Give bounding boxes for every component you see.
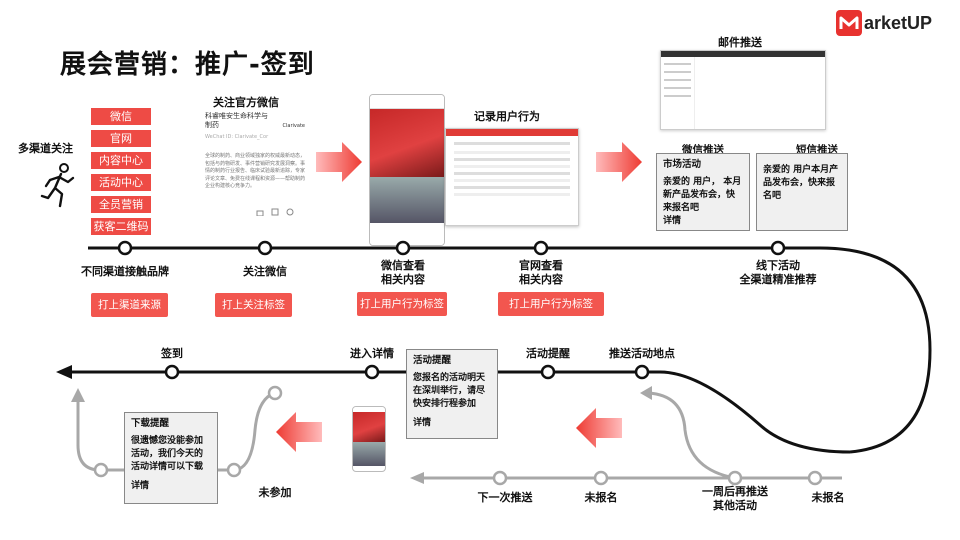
behaviour-record-screen [445,128,579,226]
node-tag[interactable]: 打上关注标签 [215,293,292,317]
node-marker [727,470,743,486]
node-tag[interactable]: 打上渠道来源 [91,293,168,317]
node-marker [395,240,411,256]
node-marker [533,240,549,256]
download-remind-card[interactable]: 下载提醒 很遗憾您没能参加活动，我们今天的活动详情可以下载 详情 [124,412,218,504]
week-push-label: 一周后再推送 [702,485,768,498]
node-marker [117,240,133,256]
node-marker [267,385,283,401]
wechat-push-card[interactable]: 市场活动 亲爱的 用户， 本月新产品发布会，快来报名吧 详情 [656,153,750,231]
node-tag[interactable]: 打上用户行为标签 [357,292,447,316]
channel-chip[interactable]: 活动中心 [91,174,151,191]
push-location-label: 推送活动地点 [609,347,675,360]
download-card-body: 很遗憾您没能参加活动，我们今天的活动详情可以下载 [131,436,204,472]
enter-detail-label: 进入详情 [350,347,394,360]
node-marker [257,240,273,256]
node-marker [93,462,109,478]
node-label: 关注微信 [243,265,287,278]
node-label: 线下活动 [756,259,800,272]
sms-push-body: 亲爱的 用户本月产品发布会，快来报名吧 [763,165,839,201]
node-label: 相关内容 [381,273,425,286]
node-tag[interactable]: 打上用户行为标签 [498,292,604,316]
not-attend-label: 未参加 [258,486,292,499]
channel-chip[interactable]: 全员营销 [91,196,151,213]
node-marker [492,470,508,486]
node-marker [593,470,609,486]
node-marker [807,470,823,486]
sms-push-card: 亲爱的 用户本月产品发布会，快来报名吧 [756,153,848,231]
thumb-icon[interactable] [256,208,264,216]
record-heading: 记录用户行为 [474,110,540,123]
week-push-label: 其他活动 [713,499,757,512]
detail-phone [352,406,386,472]
node-marker [364,364,380,380]
wechat-en-name: Clarivate [282,123,305,129]
wechat-id: WeChat ID: Clarivate_Cor [205,134,269,140]
email-heading: 邮件推送 [718,36,762,49]
channel-chip[interactable]: 内容中心 [91,152,151,169]
channel-list: 微信 官网 内容中心 活动中心 全员营销 获客二维码 [91,108,151,235]
download-card-detail[interactable]: 详情 [131,481,150,491]
wechat-actions [256,208,294,216]
image-icon[interactable] [271,208,279,216]
brand-logo: arketUP [836,10,932,36]
next-push-label: 下一次推送 [477,491,533,504]
checkin-label: 签到 [161,347,183,360]
page-title: 展会营销：推广-签到 [60,50,315,80]
download-card-title: 下载提醒 [131,418,170,429]
flow-arrow-left-icon [276,412,322,452]
node-label: 官网查看 [519,259,563,272]
channel-chip[interactable]: 官网 [91,130,151,147]
remind-card-detail[interactable]: 详情 [413,418,432,428]
channel-heading: 多渠道关注 [18,142,73,155]
activity-remind-card[interactable]: 活动提醒 您报名的活动明天在深圳举行，请尽快安排行程参加 详情 [406,349,498,439]
wechat-article-phone [369,94,445,246]
remind-card-title: 活动提醒 [413,355,452,366]
wechat-push-body: 亲爱的 用户， 本月新产品发布会，快来报名吧 [663,177,742,213]
node-marker [164,364,180,380]
logo-text: arketUP [864,12,933,33]
node-marker [540,364,556,380]
node-marker [634,364,650,380]
flow-arrow-icon [596,142,642,182]
wechat-heading: 关注官方微信 [213,96,279,109]
flow-arrow-icon [316,142,362,182]
wechat-push-detail[interactable]: 详情 [663,216,682,226]
wechat-push-title: 市场活动 [663,159,702,170]
wechat-description: 全球的制药、商业领域独家的权威最新动态，包括与药物研发、事件营销研究发展洞察。事… [205,153,306,189]
node-marker [770,240,786,256]
channel-chip[interactable]: 获客二维码 [91,218,151,235]
chat-icon[interactable] [286,208,294,216]
email-preview [660,50,826,130]
activity-remind-label: 活动提醒 [526,347,570,360]
node-label: 全渠道精准推荐 [739,273,817,286]
not-signed-label: 未报名 [811,491,845,504]
node-label: 相关内容 [519,273,563,286]
flow-arrow-left-icon [576,408,622,448]
wechat-account-name: 科睿唯安生命科学与制药 [205,112,268,129]
remind-card-body: 您报名的活动明天在深圳举行，请尽快安排行程参加 [413,373,486,409]
node-label: 不同渠道接触品牌 [81,265,169,278]
not-signed-label: 未报名 [584,491,618,504]
logo-m-icon [836,10,862,36]
node-label: 微信查看 [381,259,425,272]
wechat-profile: 科睿唯安生命科学与制药 Clarivate WeChat ID: Clariva… [205,112,305,222]
running-person-icon [40,163,75,208]
channel-chip[interactable]: 微信 [91,108,151,125]
node-marker [226,462,242,478]
